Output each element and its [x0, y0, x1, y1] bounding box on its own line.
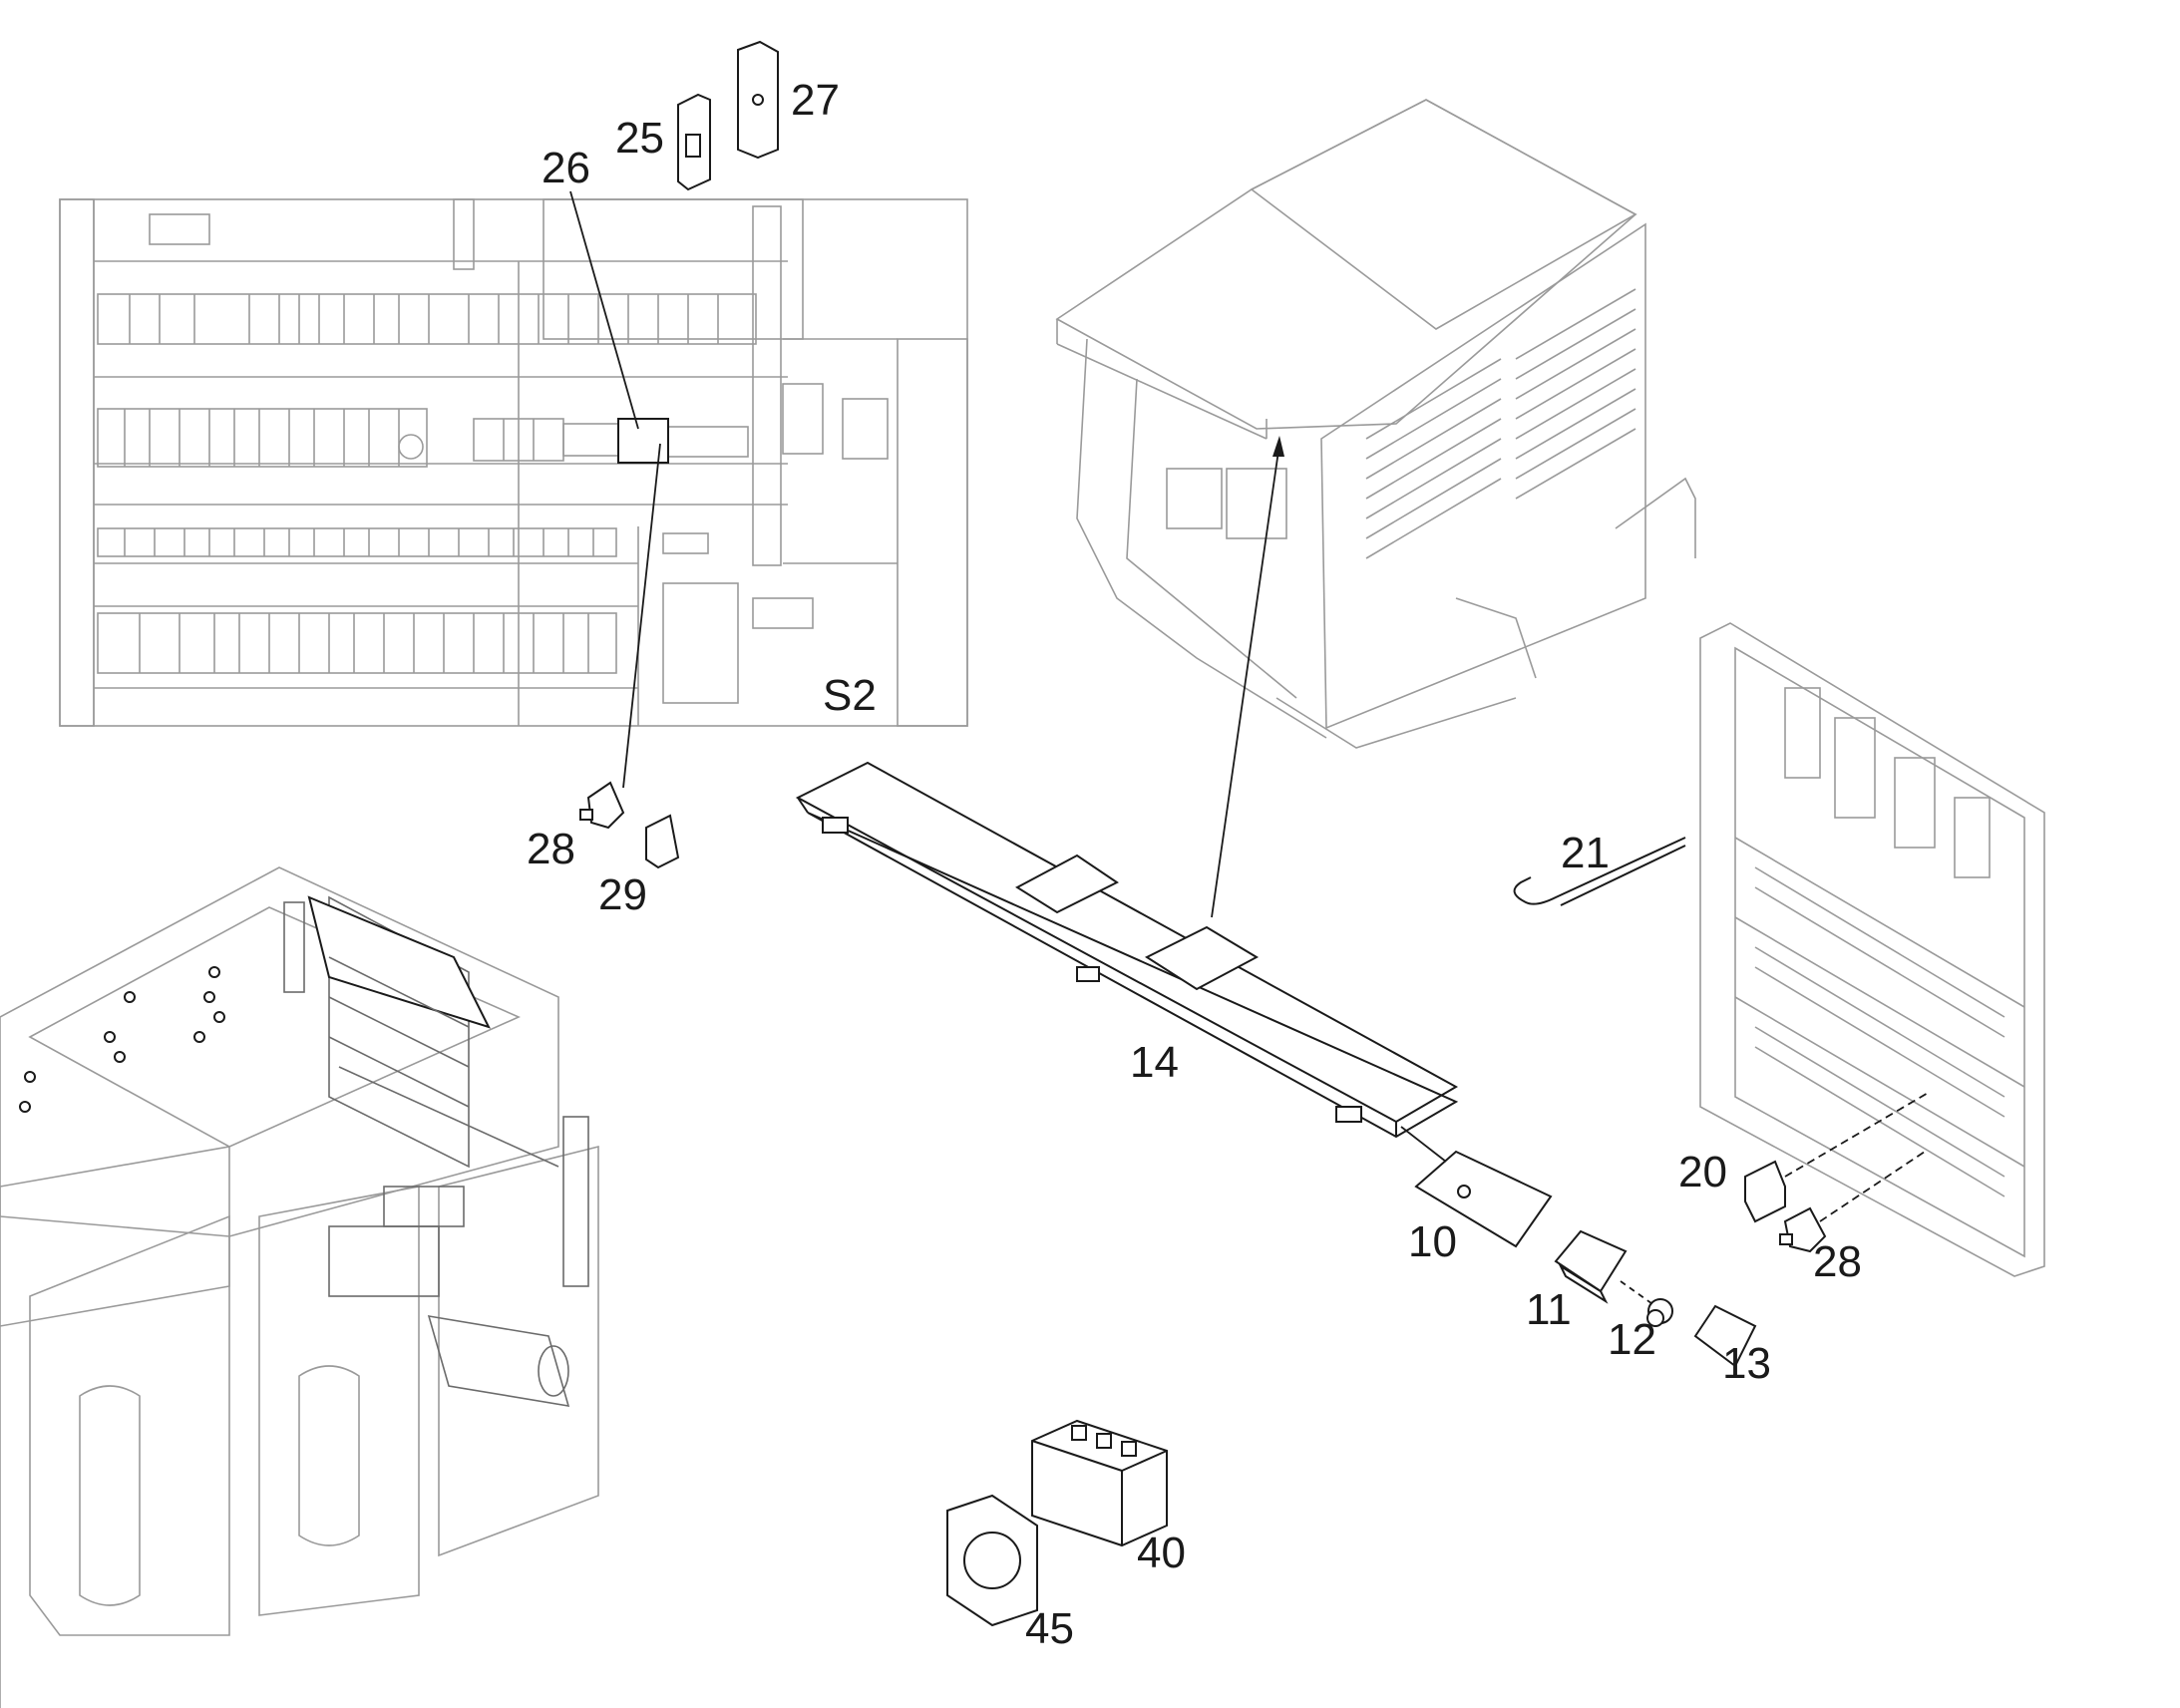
callout-26: 26 [542, 144, 590, 192]
part-28-socket-right [1779, 1206, 1827, 1253]
part-29-clip [645, 814, 680, 869]
callout-28-left: 28 [527, 825, 575, 873]
part-27-bracket [737, 40, 779, 160]
callout-14: 14 [1130, 1038, 1179, 1087]
callout-12: 12 [1608, 1315, 1656, 1364]
callout-40: 40 [1137, 1529, 1186, 1577]
control-cabinet [0, 866, 599, 1708]
callout-27: 27 [791, 76, 840, 125]
callout-20: 20 [1678, 1148, 1727, 1196]
part-20-relay [1744, 1160, 1786, 1223]
callout-10: 10 [1408, 1217, 1457, 1266]
callout-28-right: 28 [1813, 1237, 1862, 1286]
callouts: 27 25 26 28 29 21 14 20 28 10 11 12 13 4… [527, 76, 1862, 1653]
panel-row-1 [97, 293, 757, 345]
part-11-cover [1554, 1229, 1628, 1304]
panel-row-4 [97, 582, 814, 704]
panel-layout-s2: S2 [59, 198, 968, 727]
operator-cab [1055, 99, 1696, 749]
callout-45: 45 [1025, 1604, 1074, 1653]
callout-29: 29 [598, 870, 647, 919]
part-13-label [1693, 1304, 1757, 1368]
callout-13: 13 [1722, 1339, 1771, 1388]
part-45-flange [946, 1494, 1038, 1627]
leader-lines [569, 190, 1931, 1307]
part-40-box [1031, 1419, 1168, 1547]
part-28-socket-left [579, 781, 625, 830]
part-14-bracket [795, 761, 1459, 1139]
part-10-plate [1414, 1150, 1553, 1248]
part-25-module [677, 93, 711, 191]
part-12-grommet [1646, 1298, 1673, 1327]
cabinet-door-panel [1699, 622, 2045, 1277]
part-21-cable [1513, 837, 1686, 906]
callout-21: 21 [1561, 829, 1610, 877]
panel-row-2 [97, 383, 889, 468]
callout-11: 11 [1526, 1285, 1572, 1334]
callout-25: 25 [615, 114, 664, 163]
panel-row-3 [97, 527, 709, 557]
panel-label-s2: S2 [823, 671, 877, 720]
